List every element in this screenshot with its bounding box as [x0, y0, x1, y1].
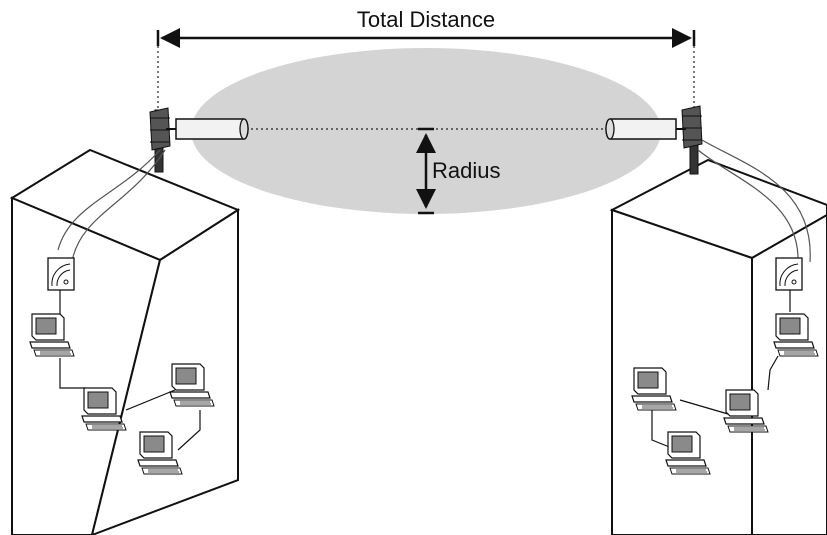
antenna-right	[605, 105, 703, 175]
network-device-right	[775, 257, 803, 291]
antenna-left	[149, 107, 249, 173]
lan-wiring-right	[651, 290, 791, 449]
total-distance-label: Total Distance	[357, 7, 495, 32]
fresnel-zone	[191, 48, 661, 214]
cables-left	[57, 149, 166, 263]
building-right	[609, 158, 827, 535]
lan-wiring-left	[59, 290, 201, 451]
network-device-left	[47, 257, 75, 291]
total-distance-dimension	[156, 28, 696, 48]
radius-label: Radius	[432, 158, 500, 183]
cables-right	[697, 139, 811, 263]
radius-dimension	[416, 127, 436, 215]
